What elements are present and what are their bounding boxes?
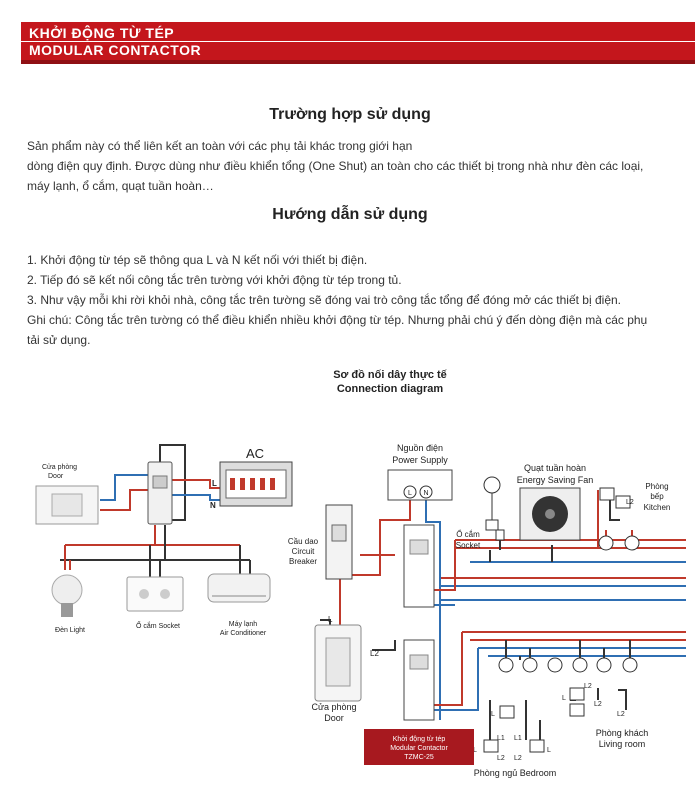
kitchen-l2: L2 xyxy=(626,499,634,506)
contactor-lower xyxy=(403,639,435,721)
right-diagram: Nguồn điện Power Supply L N Cầu dao Circ… xyxy=(288,443,686,778)
right-socket-label-vi: Ổ cắm xyxy=(456,530,480,539)
left-door-label-en: Door xyxy=(48,473,64,480)
bedroom-l1-b: L1 xyxy=(514,735,522,742)
bedroom-l-b: L xyxy=(547,747,551,754)
cb-label-3: Breaker xyxy=(289,557,317,566)
banner-title-vi: KHỞI ĐỘNG TỪ TÉP xyxy=(29,25,175,41)
right-door-label-en: Door xyxy=(324,713,344,723)
living-label-vi: Phòng khách xyxy=(596,728,649,738)
living-switches xyxy=(499,687,585,719)
circuit-breaker xyxy=(325,504,353,580)
kitchen-switch-2 xyxy=(615,495,631,509)
diagram-title-vi: Sơ đồ nối dây thực tế xyxy=(333,369,447,381)
bedroom-l2-b: L2 xyxy=(514,755,522,762)
living-lamp-icons xyxy=(498,657,638,673)
bedroom-label: Phòng ngủ Bedroom xyxy=(474,768,557,778)
bedroom-l2-a: L2 xyxy=(497,755,505,762)
left-socket-label: Ổ cắm Socket xyxy=(136,621,180,630)
guide-line-2: 2. Tiếp đó sẽ kết nối công tắc trên tườn… xyxy=(27,273,402,287)
kitchen-lamp-icon xyxy=(598,535,640,551)
living-l: L xyxy=(562,695,566,702)
air-conditioner-icon xyxy=(207,573,271,603)
ac-label-vi: Máy lạnh xyxy=(229,621,258,628)
cb-label-1: Cầu dao xyxy=(288,537,319,546)
left-diagram: Cửa phòng Door AC L N Đèn Light Ổ cắm So… xyxy=(35,444,293,637)
light-label: Đèn Light xyxy=(55,627,85,634)
fan-label-vi: Quạt tuần hoàn xyxy=(524,463,586,473)
power-supply-box xyxy=(387,469,453,501)
section-usage-text: Sản phẩm này có thể liên kết an toàn với… xyxy=(27,136,687,196)
socket-icon xyxy=(126,576,184,612)
ac-label-en: Air Conditioner xyxy=(220,630,267,637)
contactor-upper xyxy=(403,524,435,608)
diagram-title-en: Connection diagram xyxy=(337,383,444,395)
product-badge xyxy=(364,729,474,765)
usage-line-2: dòng điện quy định. Được dùng như điều k… xyxy=(27,159,644,173)
guide-line-4: Ghi chú: Công tắc trên tường có thể điều… xyxy=(27,313,648,327)
usage-line-3: máy lạnh, ổ cắm, quạt tuần hoàn… xyxy=(27,179,214,193)
bedroom-l-a: L xyxy=(473,747,477,754)
guide-line-1: 1. Khởi động từ tép sẽ thông qua L và N … xyxy=(27,253,368,267)
ps-label-vi: Nguồn điện xyxy=(397,443,443,453)
ac-label: AC xyxy=(246,446,264,461)
product-badge-line-1: Khởi động từ tép xyxy=(393,735,446,743)
right-door-l2: L2 xyxy=(370,649,379,658)
kitchen-switch-1 xyxy=(599,487,615,501)
section-usage-heading: Trường hợp sử dụng xyxy=(269,106,431,123)
left-contactor xyxy=(147,461,173,525)
product-badge-line-2: Modular Contactor xyxy=(390,745,448,752)
banner-divider xyxy=(21,41,695,42)
right-socket-icon xyxy=(483,476,501,531)
ps-l: L xyxy=(408,490,412,497)
fan-label-en: Energy Saving Fan xyxy=(517,475,594,485)
ps-label-en: Power Supply xyxy=(392,455,448,465)
usage-line-1: Sản phẩm này có thể liên kết an toàn với… xyxy=(27,139,413,153)
connection-diagram: Sơ đồ nối dây thực tế Connection diagram… xyxy=(35,369,686,778)
kitchen-label-3: Kitchen xyxy=(644,503,671,512)
product-badge-line-3: TZMC-25 xyxy=(404,754,434,761)
right-door-label-vi: Cửa phòng xyxy=(311,702,356,712)
section-guide-text: 1. Khởi động từ tép sẽ thông qua L và N … xyxy=(27,250,687,350)
guide-line-5: tải sử dụng. xyxy=(27,333,91,347)
living-l2-a: L2 xyxy=(584,683,592,690)
left-door-label-vi: Cửa phòng xyxy=(42,463,77,471)
left-l-label: L xyxy=(212,479,217,488)
fan-icon xyxy=(519,487,581,541)
bedroom-l: L xyxy=(491,711,495,718)
banner-title-en: MODULAR CONTACTOR xyxy=(29,42,202,58)
kitchen-label-2: bếp xyxy=(650,492,664,501)
cb-label-2: Circuit xyxy=(292,547,315,556)
living-l2-c: L2 xyxy=(617,711,625,718)
living-label-en: Living room xyxy=(599,739,646,749)
left-n-label: N xyxy=(210,501,216,510)
right-socket-label-en: Socket xyxy=(456,541,481,550)
ps-n: N xyxy=(423,490,428,497)
living-l2-b: L2 xyxy=(594,701,602,708)
guide-line-3: 3. Như vậy mỗi khi rời khỏi nhà, công tắ… xyxy=(27,293,621,307)
bedroom-l1-a: L1 xyxy=(497,735,505,742)
light-bulb-icon xyxy=(51,574,83,617)
bedroom-switches xyxy=(483,739,545,753)
kitchen-label-1: Phòng xyxy=(645,482,668,491)
section-guide-heading: Hướng dẫn sử dụng xyxy=(272,206,428,223)
header-banner: KHỞI ĐỘNG TỪ TÉP MODULAR CONTACTOR xyxy=(21,22,695,64)
right-door-l: L xyxy=(328,615,333,624)
